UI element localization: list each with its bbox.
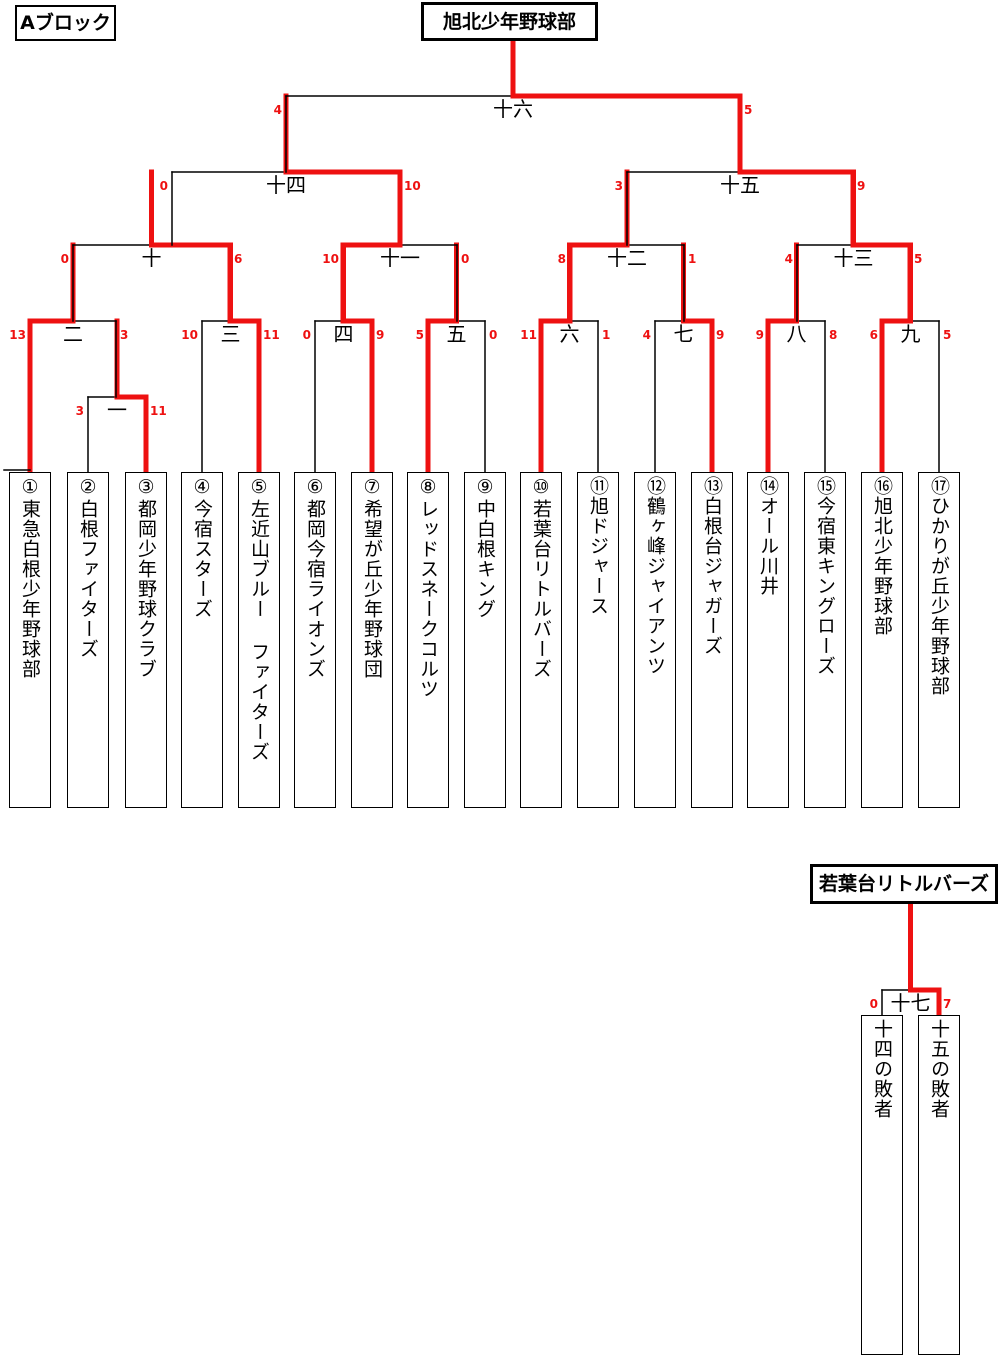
score-right: 9: [376, 328, 384, 342]
match-label: 五: [447, 322, 467, 346]
score-left: 10: [322, 252, 339, 266]
score-left: 8: [558, 252, 566, 266]
team-box: ⑭オール川井: [747, 472, 789, 808]
score-right: 5: [943, 328, 951, 342]
team-box: ⑤左近山ブルー ファイターズ: [238, 472, 280, 808]
score-right: 5: [744, 103, 752, 117]
consolation-team-name: 十四の敗者: [871, 1019, 893, 1119]
match-label: 三: [221, 322, 241, 346]
score-right: 8: [829, 328, 837, 342]
team-box: ⑥都岡今宿ライオンズ: [294, 472, 336, 808]
score-right: 10: [404, 179, 421, 193]
team-name: ⑪旭ドジャース: [587, 476, 609, 616]
consolation-team-box: 十五の敗者: [918, 1015, 960, 1355]
match-label: 十: [142, 246, 162, 270]
team-box: ⑯旭北少年野球部: [861, 472, 903, 808]
score-right: 11: [263, 328, 280, 342]
team-name: ⑮今宿東キングローズ: [814, 476, 836, 676]
score-left: 13: [9, 328, 26, 342]
team-name: ⑩若葉台リトルバーズ: [530, 476, 552, 679]
match-label: 十七: [891, 991, 931, 1015]
match-label: 十五: [720, 173, 760, 197]
score-right: 1: [602, 328, 610, 342]
match-label: 十二: [607, 246, 647, 270]
score-left: 10: [181, 328, 198, 342]
team-name: ④今宿スターズ: [191, 476, 213, 619]
score-left: 3: [76, 404, 84, 418]
match-label: 六: [560, 322, 580, 346]
team-name: ⑨中白根キング: [474, 476, 496, 619]
team-box: ④今宿スターズ: [181, 472, 223, 808]
score-left: 5: [416, 328, 424, 342]
match-label: 四: [334, 322, 354, 346]
score-left: 6: [870, 328, 878, 342]
match-label: 七: [674, 322, 694, 346]
team-box: ⑫鶴ヶ峰ジャイアンツ: [634, 472, 676, 808]
team-name: ⑤左近山ブルー ファイターズ: [248, 476, 270, 762]
match-label: 十四: [266, 173, 306, 197]
score-right: 9: [716, 328, 724, 342]
match-label: 十六: [493, 97, 533, 121]
score-right: 5: [914, 252, 922, 266]
score-left: 0: [160, 179, 168, 193]
team-box: ②白根ファイターズ: [67, 472, 109, 808]
team-name: ⑰ひかりが丘少年野球部: [928, 476, 950, 696]
block-label: Aブロック: [15, 5, 116, 41]
score-right: 3: [120, 328, 128, 342]
score-left: 4: [643, 328, 651, 342]
champion-box: 旭北少年野球部: [421, 2, 598, 41]
team-name: ⑬白根台ジャガーズ: [701, 476, 723, 656]
consolation-team-name: 十五の敗者: [928, 1019, 950, 1119]
match-label: 八: [787, 322, 807, 346]
team-box: ⑬白根台ジャガーズ: [691, 472, 733, 808]
score-left: 0: [870, 997, 878, 1011]
team-name: ⑥都岡今宿ライオンズ: [304, 476, 326, 679]
team-box: ⑰ひかりが丘少年野球部: [918, 472, 960, 808]
score-right: 0: [489, 328, 497, 342]
team-box: ③都岡少年野球クラブ: [125, 472, 167, 808]
team-name: ①東急白根少年野球部: [19, 476, 41, 679]
score-left: 0: [61, 252, 69, 266]
match-label: 九: [901, 322, 921, 346]
team-box: ①東急白根少年野球部: [9, 472, 51, 808]
team-name: ⑦希望が丘少年野球団: [361, 476, 383, 679]
team-box: ⑪旭ドジャース: [577, 472, 619, 808]
team-name: ⑫鶴ヶ峰ジャイアンツ: [644, 476, 666, 676]
score-left: 4: [274, 103, 282, 117]
match-label: 二: [63, 322, 83, 346]
team-name: ③都岡少年野球クラブ: [135, 476, 157, 679]
team-box: ⑨中白根キング: [464, 472, 506, 808]
score-right: 0: [461, 252, 469, 266]
team-name: ②白根ファイターズ: [77, 476, 99, 659]
match-label: 十三: [834, 246, 874, 270]
score-left: 3: [615, 179, 623, 193]
team-box: ⑩若葉台リトルバーズ: [520, 472, 562, 808]
match-label: 十一: [380, 246, 420, 270]
score-right: 1: [688, 252, 696, 266]
consolation-winner-box: 若葉台リトルバーズ: [810, 864, 998, 904]
score-right: 11: [150, 404, 167, 418]
team-box: ⑦希望が丘少年野球団: [351, 472, 393, 808]
team-box: ⑮今宿東キングローズ: [804, 472, 846, 808]
team-name: ⑯旭北少年野球部: [871, 476, 893, 636]
team-box: ⑧レッドスネークコルツ: [407, 472, 449, 808]
score-left: 9: [756, 328, 764, 342]
team-name: ⑧レッドスネークコルツ: [417, 476, 439, 699]
score-left: 11: [520, 328, 537, 342]
consolation-team-box: 十四の敗者: [861, 1015, 903, 1355]
score-right: 7: [943, 997, 951, 1011]
score-right: 6: [234, 252, 242, 266]
score-left: 4: [785, 252, 793, 266]
score-left: 0: [303, 328, 311, 342]
match-label: 一: [107, 398, 127, 422]
score-right: 9: [857, 179, 865, 193]
team-name: ⑭オール川井: [757, 476, 779, 596]
